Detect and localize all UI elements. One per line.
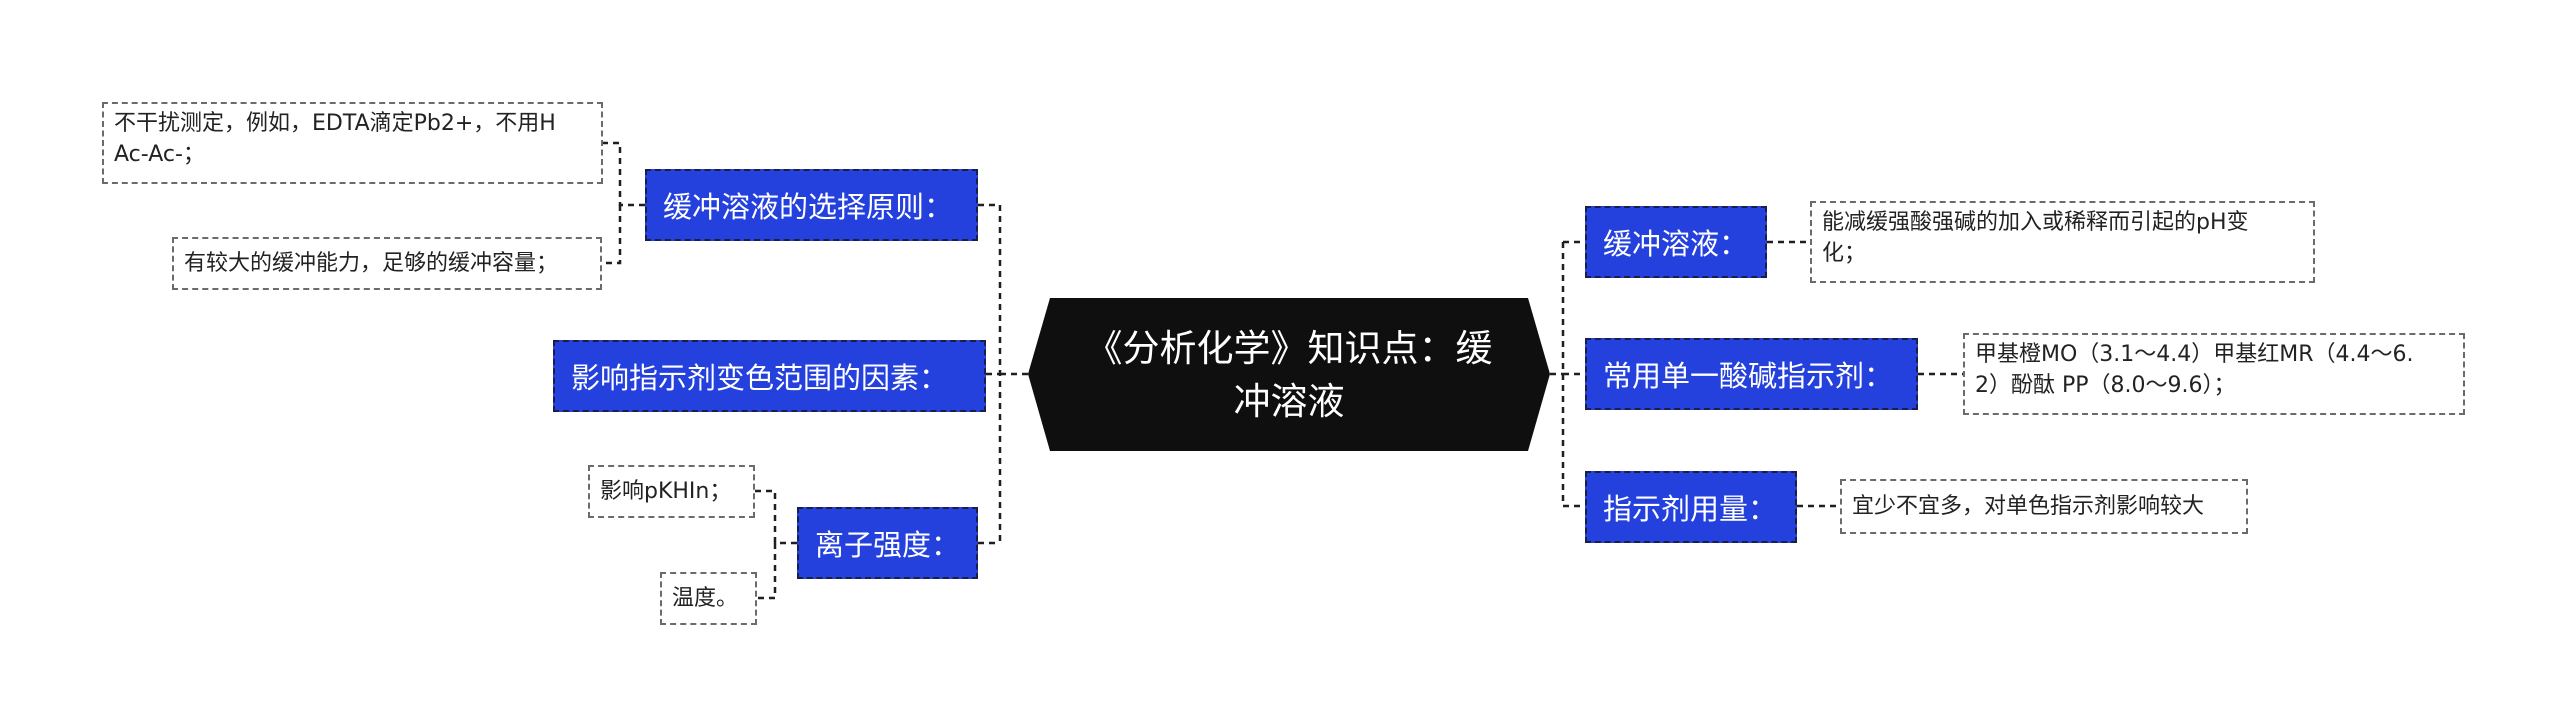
central-title-line2: 冲溶液 xyxy=(1233,379,1345,423)
connector-ionic-detail-2 xyxy=(757,543,777,600)
detail-pkhin[interactable]: 影响pKHIn； xyxy=(588,465,755,518)
topic-influencing-factors[interactable]: 影响指示剂变色范围的因素： xyxy=(553,340,986,412)
topic-common-indicators[interactable]: 常用单一酸碱指示剂： xyxy=(1585,338,1918,410)
detail-temperature[interactable]: 温度。 xyxy=(660,572,757,625)
detail-line: 甲基橙MO（3.1～4.4）甲基红MR（4.4～6. xyxy=(1975,342,2414,367)
connector-selection-detail-1 xyxy=(603,141,645,207)
topic-label: 缓冲溶液的选择原则： xyxy=(663,190,954,224)
topic-label: 缓冲溶液： xyxy=(1603,227,1749,261)
detail-line: 能减缓强酸强碱的加入或稀释而引起的pH变 xyxy=(1822,210,2249,235)
topic-buffer-solution[interactable]: 缓冲溶液： xyxy=(1585,206,1767,278)
connector-selection-detail-2 xyxy=(602,205,622,265)
topic-label: 影响指示剂变色范围的因素： xyxy=(571,361,949,395)
central-topic-shape xyxy=(1028,298,1550,451)
topic-label: 离子强度： xyxy=(815,528,961,562)
detail-buffer-capacity[interactable]: 有较大的缓冲能力，足够的缓冲容量； xyxy=(172,237,602,290)
detail-indicator-ranges[interactable]: 甲基橙MO（3.1～4.4）甲基红MR（4.4～6. 2）酚酞 PP（8.0～9… xyxy=(1963,333,2465,415)
detail-no-interference[interactable]: 不干扰测定，例如，EDTA滴定Pb2+，不用H Ac-Ac-； xyxy=(102,102,603,184)
detail-line: 2）酚酞 PP（8.0～9.6）； xyxy=(1975,373,2236,398)
topic-label: 指示剂用量： xyxy=(1603,492,1778,526)
detail-line: 不干扰测定，例如，EDTA滴定Pb2+，不用H xyxy=(114,111,556,136)
detail-text: 宜少不宜多，对单色指示剂影响较大 xyxy=(1852,494,2205,519)
topic-ionic-strength[interactable]: 离子强度： xyxy=(797,507,978,579)
topic-indicator-dosage[interactable]: 指示剂用量： xyxy=(1585,471,1797,543)
detail-text: 温度。 xyxy=(672,586,739,611)
detail-line: 化； xyxy=(1822,241,1867,266)
connector-ionic-detail-1 xyxy=(755,489,797,545)
detail-dosage[interactable]: 宜少不宜多，对单色指示剂影响较大 xyxy=(1840,479,2248,534)
topic-selection-principles[interactable]: 缓冲溶液的选择原则： xyxy=(645,169,978,241)
central-topic[interactable]: 《分析化学》知识点：缓 冲溶液 xyxy=(1028,298,1550,451)
detail-text: 有较大的缓冲能力，足够的缓冲容量； xyxy=(184,251,559,276)
detail-text: 影响pKHIn； xyxy=(600,479,732,504)
central-title-line1: 《分析化学》知识点：缓 xyxy=(1085,326,1493,370)
central-topic-title: 《分析化学》知识点：缓 冲溶液 xyxy=(1086,322,1493,428)
detail-buffer-definition[interactable]: 能减缓强酸强碱的加入或稀释而引起的pH变 化； xyxy=(1810,201,2315,283)
topic-label: 常用单一酸碱指示剂： xyxy=(1603,359,1894,393)
detail-line: Ac-Ac-； xyxy=(114,142,205,167)
